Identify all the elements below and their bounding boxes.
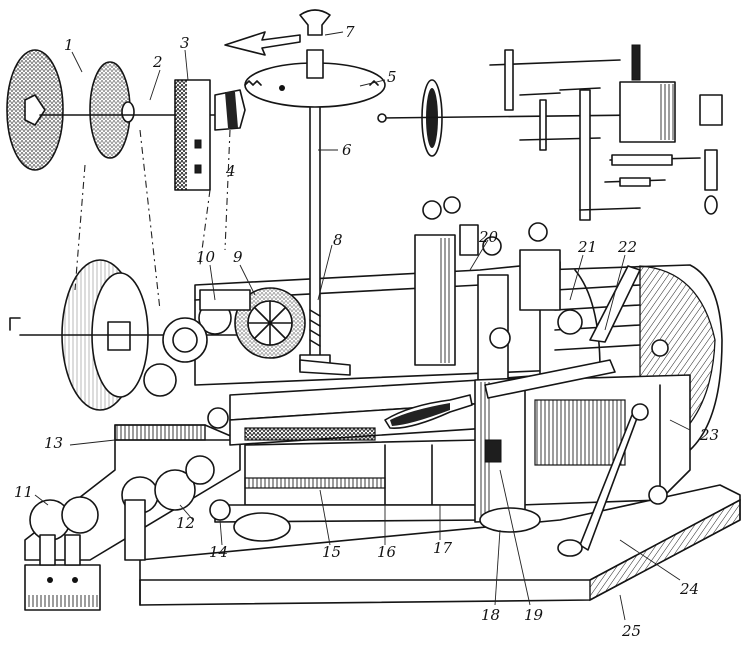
label-22: 22 <box>617 238 637 256</box>
label-2: 2 <box>152 53 163 71</box>
label-24: 24 <box>679 580 699 598</box>
label-9: 9 <box>233 248 243 266</box>
leader-lines <box>34 31 691 621</box>
exploded-shaft <box>6 49 246 191</box>
gear-train <box>9 259 306 411</box>
label-8: 8 <box>333 231 343 249</box>
label-16: 16 <box>377 543 397 561</box>
label-4: 4 <box>225 162 236 180</box>
alignment-lines <box>74 129 231 311</box>
label-10: 10 <box>196 248 216 266</box>
label-21: 21 <box>577 238 597 256</box>
tool-posts <box>414 196 669 386</box>
base-plate <box>139 484 741 606</box>
label-5: 5 <box>387 68 397 86</box>
label-12: 12 <box>176 514 195 532</box>
label-11: 11 <box>14 483 33 501</box>
lower-gears <box>24 407 668 611</box>
label-15: 15 <box>322 543 341 561</box>
saw-disk <box>224 9 386 108</box>
label-3: 3 <box>180 34 190 52</box>
label-19: 19 <box>524 606 544 624</box>
label-1: 1 <box>64 36 74 54</box>
label-17: 17 <box>433 539 453 557</box>
label-6: 6 <box>342 141 352 159</box>
label-18: 18 <box>481 606 500 624</box>
exploded-drive <box>377 44 723 221</box>
label-7: 7 <box>345 23 355 41</box>
front-slide <box>384 359 616 523</box>
label-20: 20 <box>478 228 499 246</box>
label-14: 14 <box>209 543 228 561</box>
drum-assembly <box>519 264 723 557</box>
part-labels: 1 2 3 4 5 6 7 8 9 10 11 12 13 14 15 16 1… <box>14 23 719 640</box>
label-25: 25 <box>621 622 641 640</box>
label-13: 13 <box>44 434 63 452</box>
label-23: 23 <box>699 426 719 444</box>
vertical-shaft <box>299 99 351 376</box>
